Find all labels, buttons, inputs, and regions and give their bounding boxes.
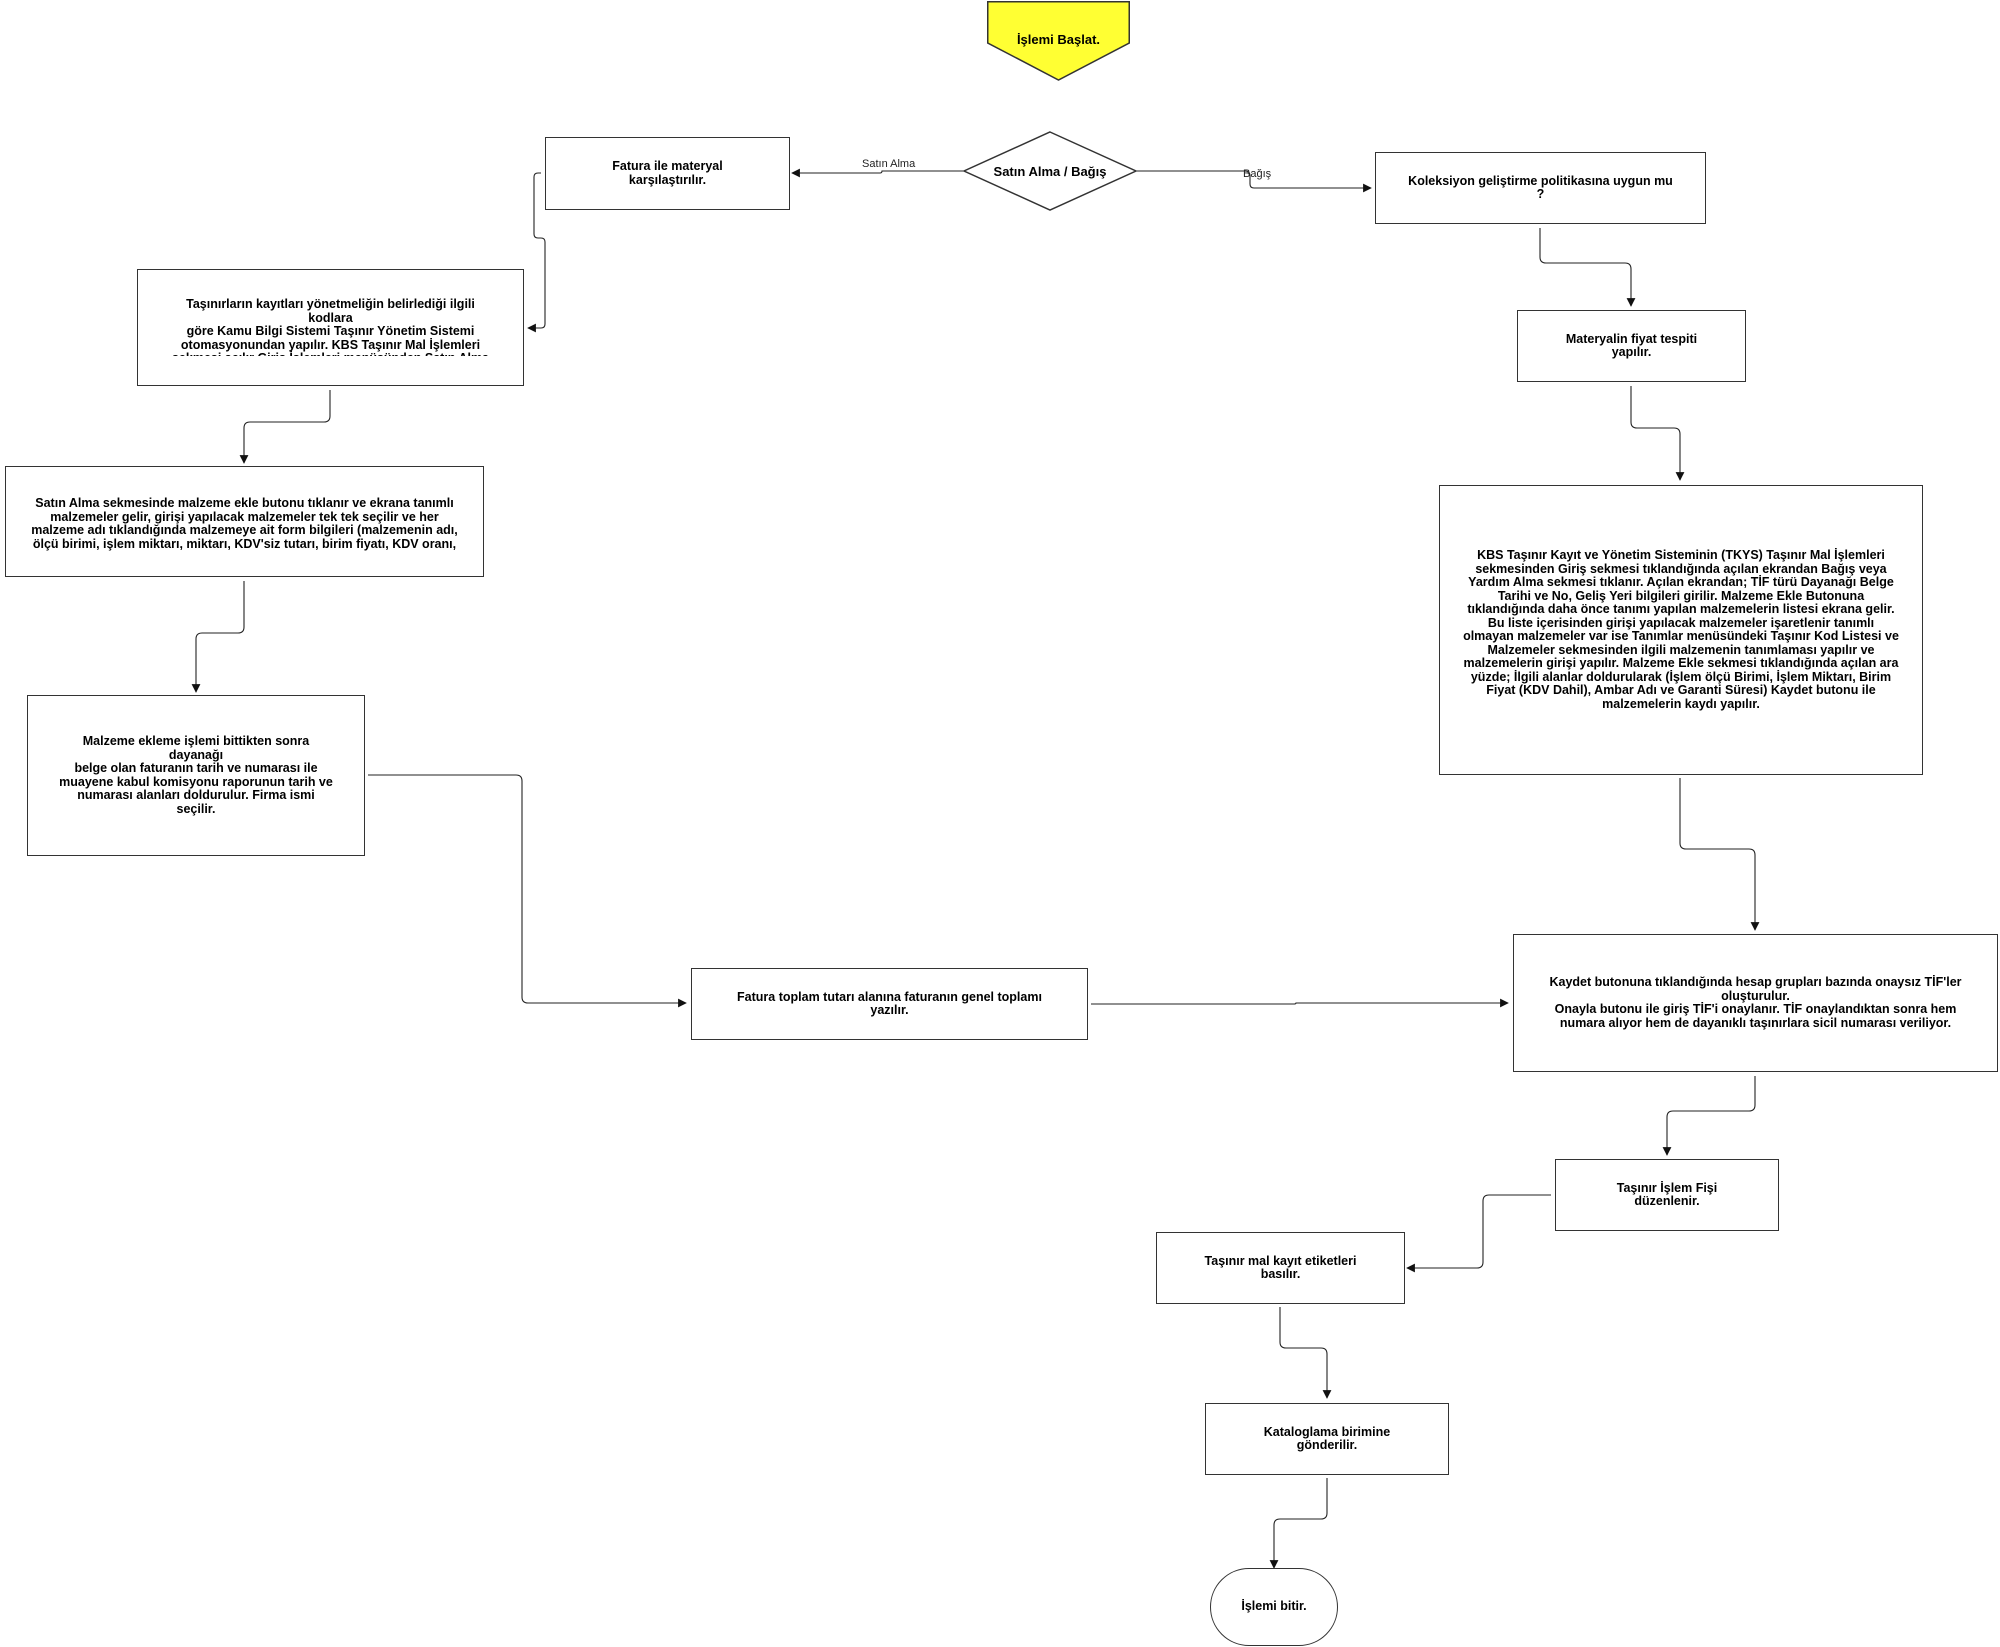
decision-node[interactable]: Satın Alma / Bağış	[963, 131, 1137, 211]
node-add-material-text: Satın Alma sekmesinde malzeme ekle buton…	[31, 497, 458, 551]
edge-label-satin-alma: Satın Alma	[862, 158, 916, 170]
end-node[interactable]: İşlemi bitir.	[1210, 1568, 1338, 1646]
edge-decision-to-policy	[1136, 170, 1372, 193]
edge-kbs-to-save	[1679, 778, 1760, 931]
node-kbs-purchase-entry-text: Taşınırların kayıtları yönetmeliğin beli…	[172, 298, 489, 356]
edge-price-to-kbs	[1630, 386, 1685, 481]
node-kbs-purchase-entry[interactable]: Taşınırların kayıtları yönetmeliğin beli…	[137, 269, 524, 386]
start-node[interactable]: İşlemi Başlat.	[987, 1, 1130, 81]
edge-kbs-to-add-material	[239, 390, 331, 464]
node-save-tif-text: Kaydet butonuna tıklandığında hesap grup…	[1549, 975, 1962, 1030]
node-price-assessment[interactable]: Materyalin fiyat tespiti yapılır.	[1517, 310, 1746, 382]
node-save-tif[interactable]: Kaydet butonuna tıklandığında hesap grup…	[1513, 934, 1998, 1072]
node-invoice-info[interactable]: Malzeme ekleme işlemi bittikten sonra da…	[27, 695, 365, 856]
node-invoice-compare-text: Fatura ile materyal karşılaştırılır.	[612, 159, 723, 187]
node-invoice-total-text: Fatura toplam tutarı alanına faturanın g…	[737, 989, 1042, 1017]
node-price-assessment-text: Materyalin fiyat tespiti yapılır.	[1565, 331, 1698, 359]
end-label: İşlemi bitir.	[1241, 1599, 1307, 1614]
node-invoice-total[interactable]: Fatura toplam tutarı alanına faturanın g…	[691, 968, 1088, 1040]
edge-policy-to-price	[1539, 228, 1636, 307]
edge-invoice-to-total	[368, 774, 687, 1008]
edge-total-to-save	[1091, 998, 1509, 1008]
edge-compare-to-kbs	[527, 172, 546, 333]
decision-shape	[963, 131, 1137, 211]
decision-label: Satın Alma / Bağış	[993, 163, 1107, 179]
edge-save-to-slip	[1662, 1076, 1756, 1156]
start-shape	[987, 1, 1130, 81]
node-tif-slip-text: Taşınır İşlem Fişi düzenlenir.	[1616, 1180, 1718, 1208]
start-label: İşlemi Başlat.	[1016, 31, 1101, 47]
node-cataloging[interactable]: Kataloglama birimine gönderilir.	[1205, 1403, 1449, 1475]
node-invoice-info-text: Malzeme ekleme işlemi bittikten sonra da…	[59, 734, 333, 816]
edge-catalog-to-end	[1269, 1478, 1328, 1569]
edge-label-bagis: Bağış	[1243, 168, 1272, 180]
node-invoice-compare[interactable]: Fatura ile materyal karşılaştırılır.	[545, 137, 790, 210]
edge-labels-to-catalog	[1279, 1307, 1332, 1399]
edge-decision-to-compare	[791, 168, 964, 178]
edge-slip-to-labels	[1406, 1194, 1551, 1273]
node-kbs-donation-entry-text: KBS Taşınır Kayıt ve Yönetim Sisteminin …	[1463, 548, 1899, 711]
node-policy-check[interactable]: Koleksiyon geliştirme politikasına uygun…	[1375, 152, 1706, 224]
node-policy-check-text: Koleksiyon geliştirme politikasına uygun…	[1408, 173, 1673, 201]
node-add-material[interactable]: Satın Alma sekmesinde malzeme ekle buton…	[5, 466, 484, 577]
node-print-labels[interactable]: Taşınır mal kayıt etiketleri basılır.	[1156, 1232, 1405, 1304]
node-cataloging-text: Kataloglama birimine gönderilir.	[1263, 1424, 1391, 1452]
node-kbs-donation-entry[interactable]: KBS Taşınır Kayıt ve Yönetim Sisteminin …	[1439, 485, 1923, 775]
edge-add-material-to-invoice	[191, 581, 245, 693]
node-tif-slip[interactable]: Taşınır İşlem Fişi düzenlenir.	[1555, 1159, 1779, 1231]
node-print-labels-text: Taşınır mal kayıt etiketleri basılır.	[1204, 1253, 1357, 1281]
